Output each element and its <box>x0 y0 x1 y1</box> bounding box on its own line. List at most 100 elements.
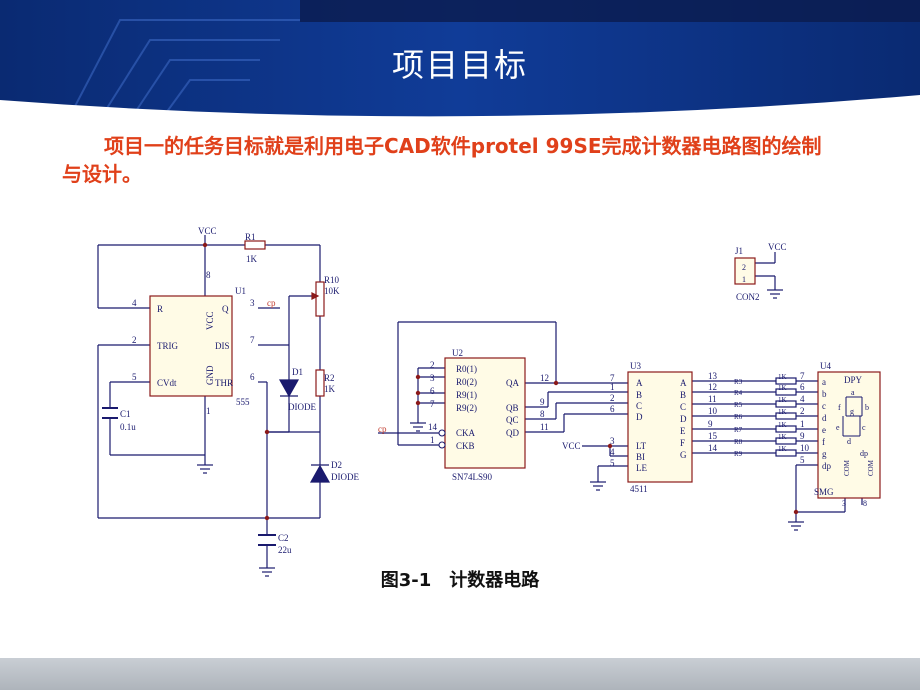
vcc-label-4511: VCC <box>562 441 581 451</box>
d1-diode <box>278 379 300 398</box>
u1-num-3: 3 <box>250 298 255 308</box>
ground-symbols <box>197 289 804 577</box>
figure-title: 计数器电路 <box>449 570 540 591</box>
u2-in-num-0: 2 <box>430 360 435 370</box>
u2-clk-num-1: 1 <box>430 435 435 445</box>
c2-value: 22u <box>278 545 292 555</box>
u2-out-2: QC <box>506 415 519 425</box>
c2-ref: C2 <box>278 533 289 543</box>
j1-part: CON2 <box>736 292 760 302</box>
r2-ref: R2 <box>324 373 335 383</box>
page-title: 项目目标 <box>391 46 528 84</box>
u4-pin-f: f <box>822 437 825 447</box>
r4-ref: R4 <box>734 389 743 397</box>
counter-circuit-schematic: VCC R1 1K R10 10K R2 1K U1 555 R TRIG CV… <box>97 226 881 577</box>
u4-pin-e: e <box>822 425 826 435</box>
u1-num-6: 6 <box>250 372 255 382</box>
d1-value: DIODE <box>288 402 316 412</box>
r2-resistor <box>315 369 325 397</box>
u4-pin-num-1: 6 <box>800 382 805 392</box>
u1-num-2: 2 <box>132 335 137 345</box>
u2-out-num-1: 9 <box>540 397 545 407</box>
u1-555-chip <box>149 295 233 397</box>
cp-input-label: cp <box>378 424 387 434</box>
u3-ctl-2: LE <box>636 463 647 473</box>
u4-pin-num-4: 1 <box>800 419 805 429</box>
u2-in-2: R9(1) <box>456 390 477 400</box>
vcc-label-j1: VCC <box>768 242 787 252</box>
description-paragraph: 项目一的任务目标就是利用电子CAD软件protel 99SE完成计数器电路图的绘… <box>62 132 822 188</box>
u3-out-2: C <box>680 402 686 412</box>
u3-ctl-num-1: 4 <box>610 447 615 457</box>
r10-value: 10K <box>324 286 340 296</box>
u3-out-num-6: 14 <box>708 443 718 453</box>
u3-in-num-1: 1 <box>610 382 615 392</box>
u3-4511-chip <box>627 371 693 483</box>
r10-ref: R10 <box>324 275 340 285</box>
u2-in-num-1: 3 <box>430 373 435 383</box>
u2-in-num-3: 7 <box>430 399 435 409</box>
u2-out-1: QB <box>506 403 519 413</box>
u2-74ls90-chip <box>444 357 526 469</box>
u3-ctl-num-0: 3 <box>610 436 615 446</box>
d2-diode <box>309 464 331 483</box>
u1-pin-r: R <box>157 304 163 314</box>
u4-com-left: COM <box>843 459 851 476</box>
r6-value: 1K <box>778 408 787 416</box>
r3-ref: R3 <box>734 378 743 386</box>
u2-in-num-2: 6 <box>430 386 435 396</box>
u4-pin-d: d <box>822 413 827 423</box>
u3-out-num-2: 11 <box>708 394 717 404</box>
r8-value: 1K <box>778 433 787 441</box>
r5-value: 1K <box>778 396 787 404</box>
r1-value: 1K <box>246 254 258 264</box>
junction-dots <box>202 242 799 521</box>
u3-out-num-0: 13 <box>708 371 718 381</box>
u1-pin-q: Q <box>222 304 229 314</box>
u2-out-num-3: 11 <box>540 422 549 432</box>
u4-part: SMG <box>814 487 834 497</box>
u4-com-num-0: 3 <box>842 499 846 508</box>
u4-com-num-1: 8 <box>863 499 867 508</box>
u3-in-num-0: 7 <box>610 373 615 383</box>
u2-clk-num-0: 14 <box>428 422 438 432</box>
u3-out-num-5: 15 <box>708 431 718 441</box>
d1-ref: D1 <box>292 367 303 377</box>
u3-in-2: C <box>636 401 642 411</box>
seg-b: b <box>865 403 869 412</box>
seg-a: a <box>851 388 855 397</box>
u2-clk-0: CKA <box>456 428 476 438</box>
c1-value: 0.1u <box>120 422 136 432</box>
u3-out-num-3: 10 <box>708 406 718 416</box>
u1-num-5: 5 <box>132 372 137 382</box>
u4-pin-num-2: 4 <box>800 394 805 404</box>
u3-out-1: B <box>680 390 686 400</box>
u3-out-5: F <box>680 438 685 448</box>
u2-out-3: QD <box>506 428 519 438</box>
figure-number: 图3-1 <box>380 570 432 591</box>
u2-out-0: QA <box>506 378 519 388</box>
schematic-labels: VCC R1 1K R10 10K R2 1K U1 555 R TRIG CV… <box>120 226 875 555</box>
u4-pin-num-3: 2 <box>800 406 805 416</box>
c1-ref: C1 <box>120 409 131 419</box>
footer-bar <box>0 658 920 690</box>
u4-pin-num-0: 7 <box>800 371 805 381</box>
j1-pin-1: 1 <box>742 275 746 284</box>
u3-in-num-2: 2 <box>610 393 615 403</box>
vcc-label-555: VCC <box>198 226 217 236</box>
u3-ctl-num-2: 5 <box>610 458 615 468</box>
u2-clk-1: CKB <box>456 441 475 451</box>
u3-in-3: D <box>636 412 643 422</box>
u1-num-1: 1 <box>206 406 211 416</box>
u2-in-3: R9(2) <box>456 403 477 413</box>
u4-pin-num-5: 9 <box>800 431 805 441</box>
u3-in-num-3: 6 <box>610 404 615 414</box>
u4-pin-dp: dp <box>822 461 832 471</box>
u1-num-8: 8 <box>206 270 211 280</box>
r10-potentiometer <box>315 281 325 317</box>
u4-com-right: COM <box>867 459 875 476</box>
components <box>102 240 881 546</box>
u3-ctl-0: LT <box>636 441 647 451</box>
u4-pin-a: a <box>822 377 826 387</box>
u4-pin-num-7: 5 <box>800 455 805 465</box>
